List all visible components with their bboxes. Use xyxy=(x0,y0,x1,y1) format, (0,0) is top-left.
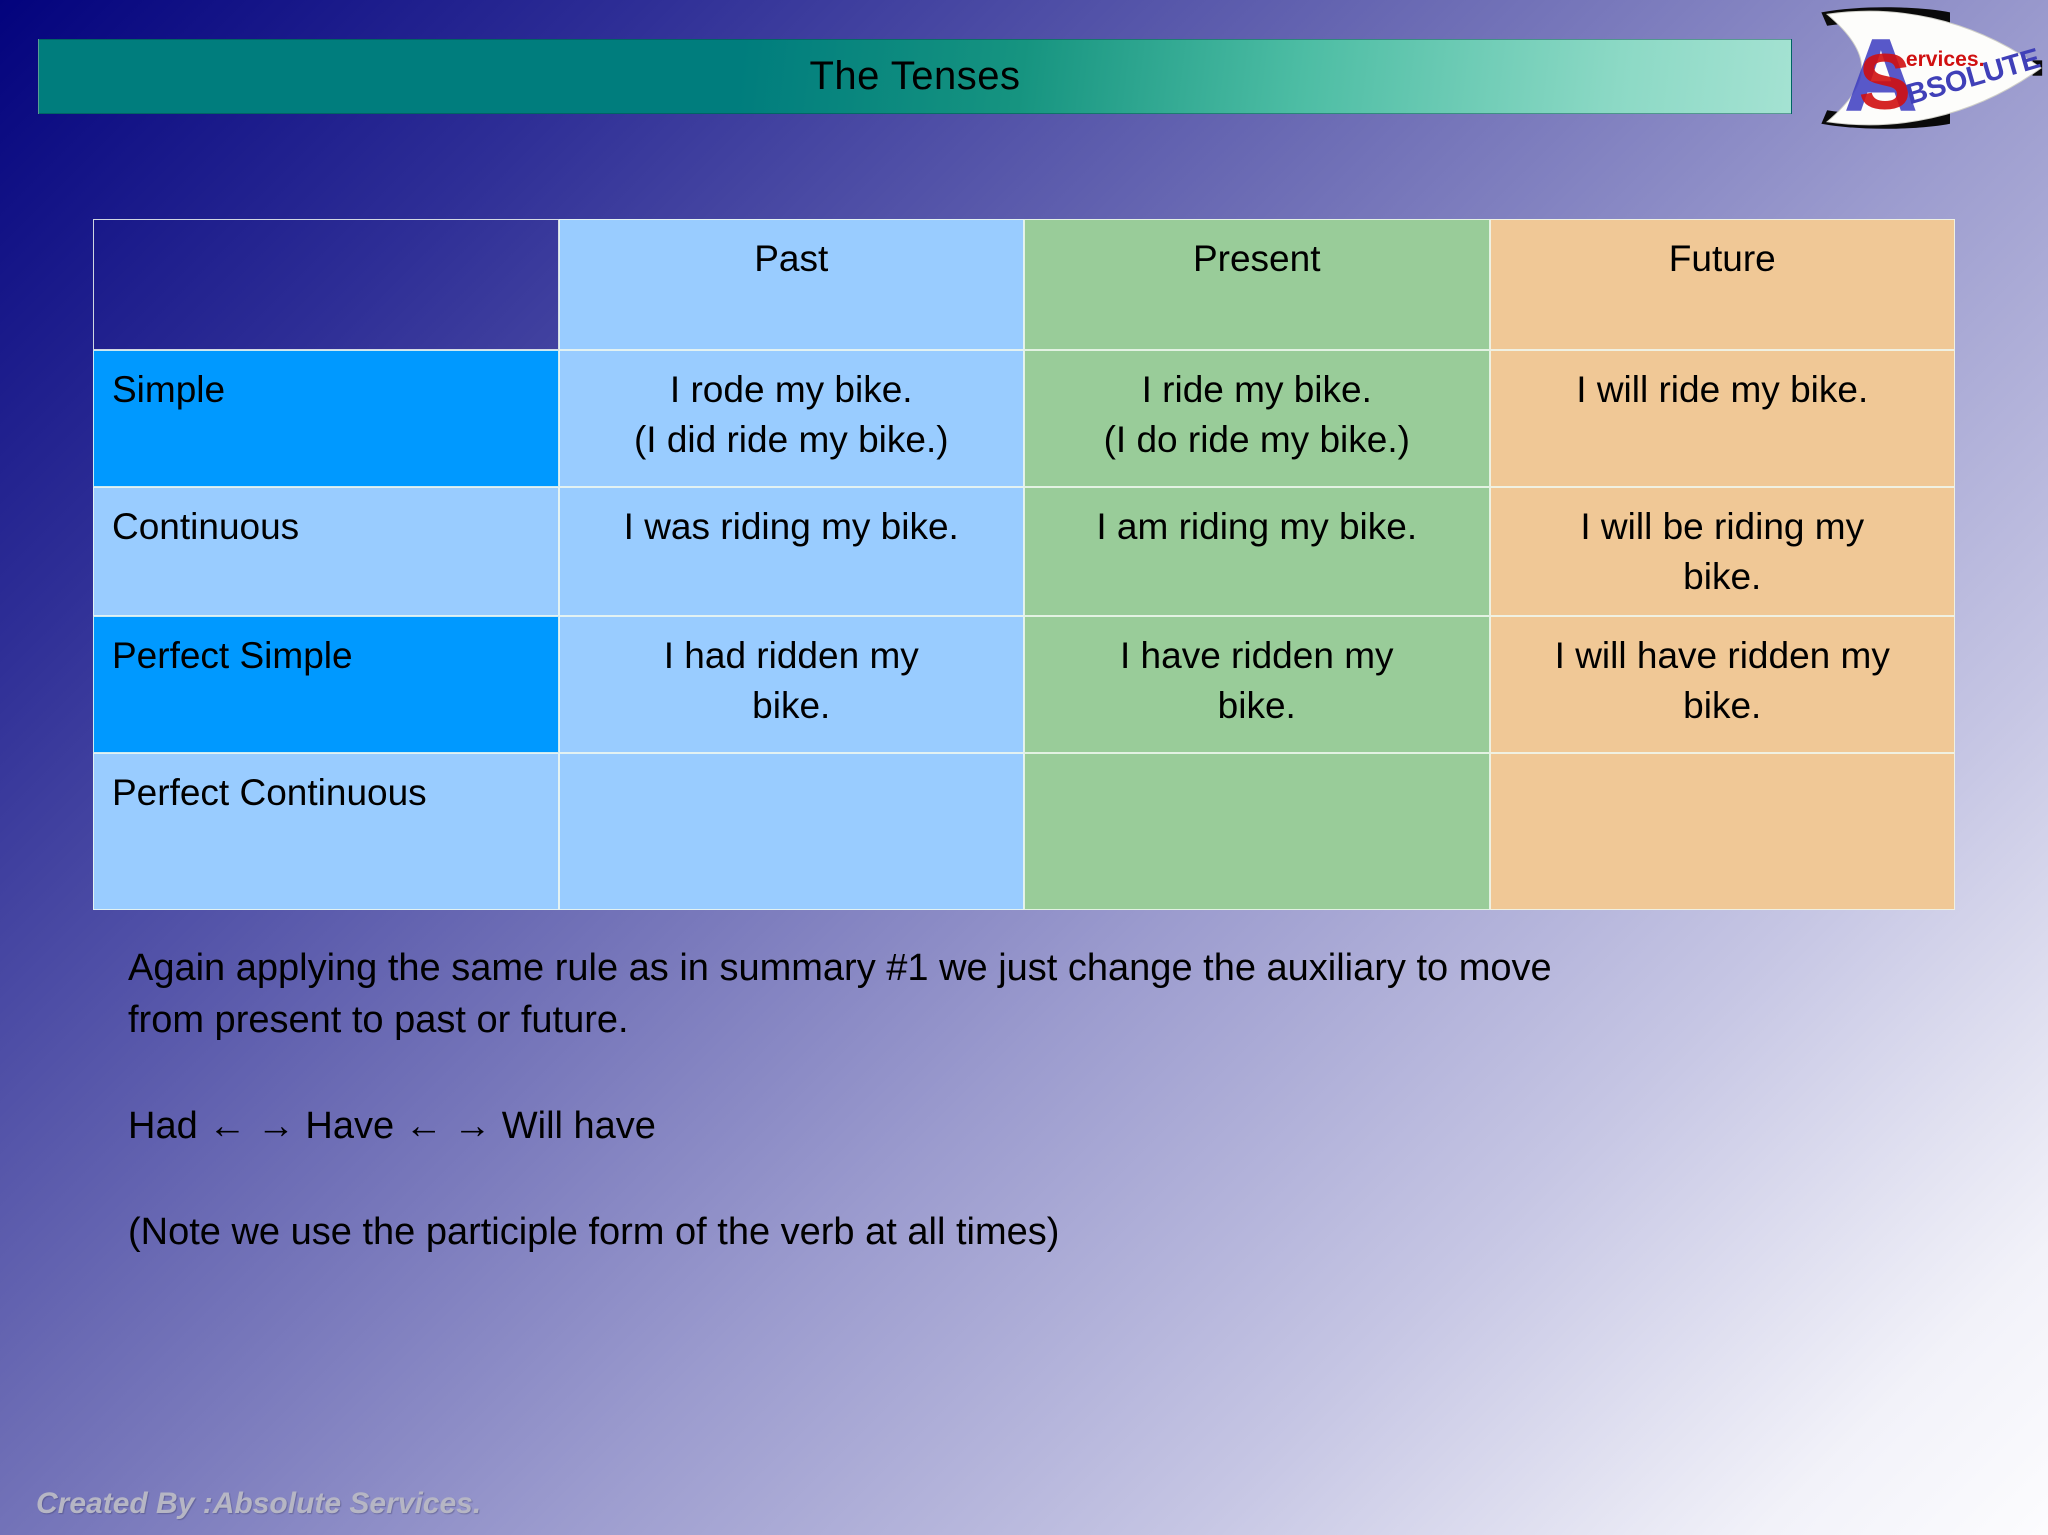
cell-perfect-simple-past: I had ridden my bike. xyxy=(558,616,1024,753)
cell-continuous-present: I am riding my bike. xyxy=(1024,487,1490,616)
cell-perfect-simple-present: I have ridden my bike. xyxy=(1024,616,1490,753)
page-title: The Tenses xyxy=(809,54,1021,98)
cell-perfect-continuous-future xyxy=(1489,753,1955,910)
column-header-present: Present xyxy=(1024,219,1490,350)
row-label-perfect-simple: Perfect Simple xyxy=(93,616,559,753)
logo-letter-s: S xyxy=(1858,37,1911,125)
column-header-future: Future xyxy=(1489,219,1955,350)
footer-credit: Created By :Absolute Services. xyxy=(36,1487,482,1520)
cell-simple-future: I will ride my bike. xyxy=(1489,350,1955,487)
absolute-services-logo-icon: A S ervices. BSOLUTE xyxy=(1821,7,2044,133)
cell-simple-present: I ride my bike. (I do ride my bike.) xyxy=(1024,350,1490,487)
cell-perfect-continuous-present xyxy=(1024,753,1490,910)
logo-services-text: ervices. xyxy=(1906,48,1985,71)
participle-note: (Note we use the participle form of the … xyxy=(128,1211,1060,1253)
cell-perfect-continuous-past xyxy=(558,753,1024,910)
logo-body xyxy=(1825,10,2043,126)
cell-simple-past: I rode my bike. (I did ride my bike.) xyxy=(558,350,1024,487)
row-label-simple: Simple xyxy=(93,350,559,487)
column-header-past: Past xyxy=(558,219,1024,350)
row-label-perfect-continuous: Perfect Continuous xyxy=(93,753,559,910)
summary-paragraph: Again applying the same rule as in summa… xyxy=(128,942,1928,1046)
cell-continuous-future: I will be riding my bike. xyxy=(1489,487,1955,616)
cell-continuous-past: I was riding my bike. xyxy=(558,487,1024,616)
notes-block: Again applying the same rule as in summa… xyxy=(128,942,1928,1312)
tenses-table: Past Present Future Simple I rode my bik… xyxy=(93,219,1955,910)
row-label-continuous: Continuous xyxy=(93,487,559,616)
logo-letter-a: A xyxy=(1843,17,1918,133)
summary-paragraph-line-2: from present to past or future. xyxy=(128,999,629,1041)
cell-perfect-simple-future: I will have ridden my bike. xyxy=(1489,616,1955,753)
auxiliary-formula: Had ← → Have ← → Will have xyxy=(128,1105,656,1147)
title-bar: The Tenses xyxy=(38,39,1792,114)
summary-paragraph-line-1: Again applying the same rule as in summa… xyxy=(128,947,1552,989)
table-corner-cell xyxy=(93,219,559,350)
